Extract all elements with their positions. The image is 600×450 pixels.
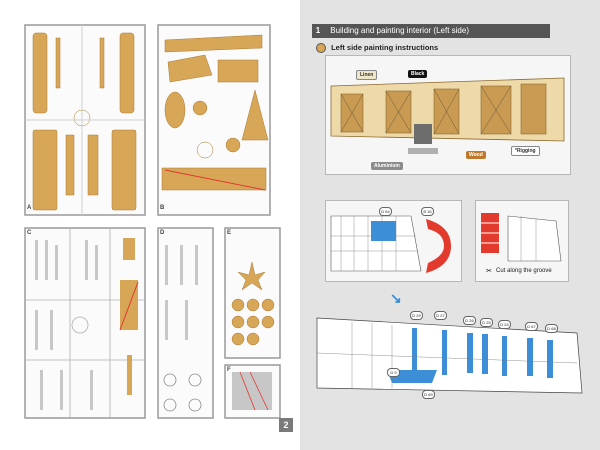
step-header: 1 Building and painting interior (Left s… [312,24,550,38]
subtitle-text: Left side painting instructions [331,43,439,52]
sprue-label-c: C [27,230,32,236]
sprue-diagrams [24,24,281,419]
sprue-label-b: B [160,205,165,211]
parts-panel-right: ✂ Cut along the groove [475,200,569,282]
part-number-d26: D 26 [463,316,476,325]
painting-panel: Linen Black Wood Aluminium *Rigging [325,55,571,175]
wood-parts-top-left [32,32,137,211]
step-number: 1 [315,26,321,35]
sprue-label-e: E [227,230,232,236]
wood-parts-top-right [161,34,269,191]
part-number-d27: D 27 [434,311,447,320]
seat-parts-drawing [330,215,451,273]
tag-linen: Linen [356,70,378,80]
part-number-b16: B 16 [421,207,434,216]
step-title: Building and painting interior (Left sid… [330,26,469,35]
left-page: A B C D E F 2 [24,24,293,432]
tag-wood: Wood [466,151,486,159]
part-number-d68: D 68 [545,324,558,333]
groove-drawing [481,213,562,262]
scissors-icon: ✂ [486,268,492,275]
part-number-d9: D 9 [387,368,400,377]
fuselage-interior-drawing [330,77,565,154]
paint-palette-icon [316,43,326,54]
down-arrow-icon: ↘ [390,290,402,306]
sprue-label-f: F [227,367,231,373]
part-number-d64: D 64 [379,207,392,216]
tag-black: Black [408,70,428,78]
sprue-label-a: A [27,205,32,211]
assembly-panel: D 29 D 27 D 26 D 25 D 24 D 67 D 68 D 9 D… [312,308,587,408]
tag-aluminium: Aluminium [371,162,403,170]
tag-rigging: *Rigging [511,146,540,156]
page-number: 2 [279,418,293,432]
part-number-d67: D 67 [525,322,538,331]
cut-instruction: Cut along the groove [496,268,552,274]
part-number-d29: D 29 [410,311,423,320]
part-number-d69: D 69 [422,390,435,399]
sprue-label-d: D [160,230,165,236]
assembly-drawing [316,317,583,394]
part-number-d24: D 24 [498,320,511,329]
painting-subtitle: Left side painting instructions [316,43,439,54]
parts-panel-left: D 64 B 16 [325,200,462,282]
part-number-d25: D 25 [480,318,493,327]
